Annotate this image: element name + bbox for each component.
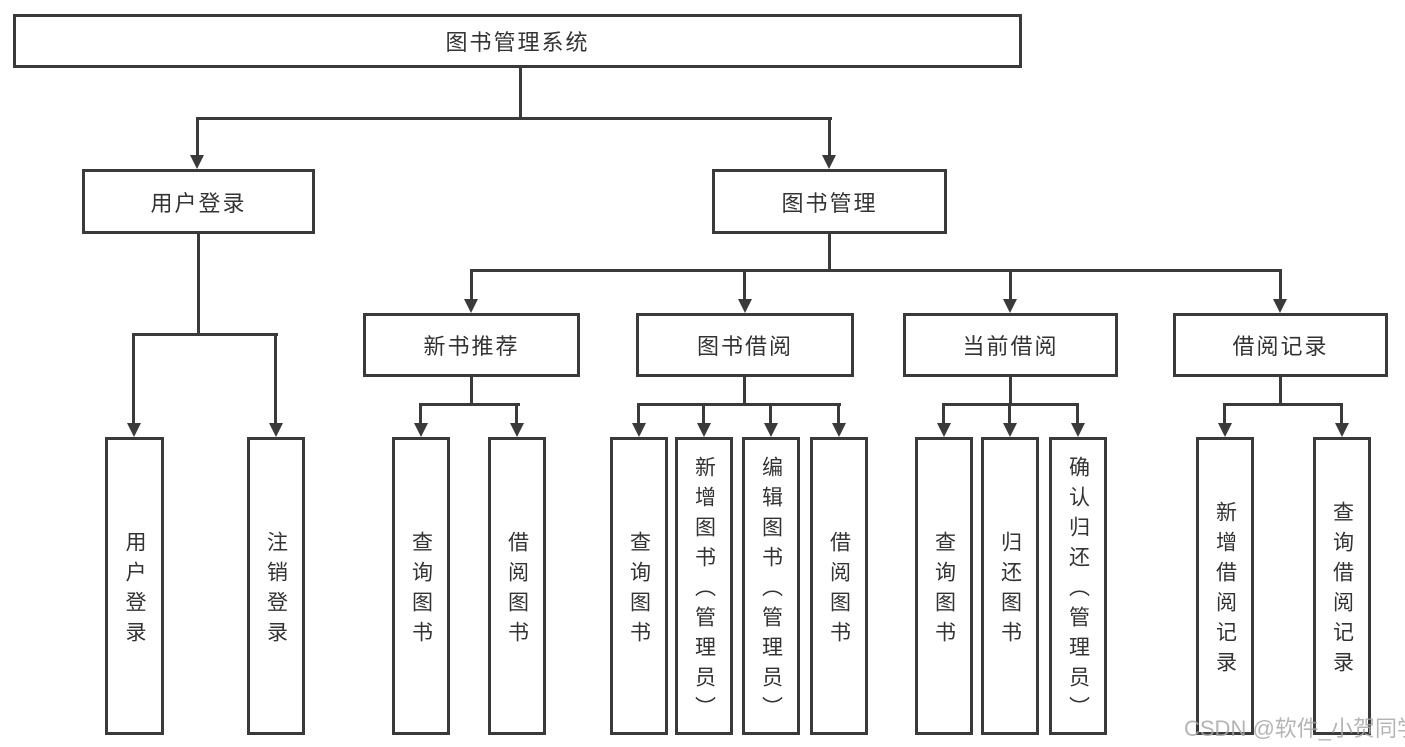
connector-segment: [637, 403, 640, 424]
arrow-down-icon: [822, 155, 836, 169]
arrow-down-icon: [1003, 423, 1017, 437]
arrow-down-icon: [1335, 423, 1349, 437]
leaf-query-books-recommend: 查询图书: [392, 437, 450, 735]
connector-segment: [1009, 377, 1012, 405]
leaf-label: 用户登录: [123, 530, 146, 651]
leaf-label: 查询图书: [627, 530, 651, 651]
connector-segment: [519, 68, 522, 118]
connector-segment: [196, 117, 832, 120]
leaf-borrow-books-recommend: 借阅图书: [488, 437, 546, 735]
leaf-query-books-current: 查询图书: [915, 437, 973, 735]
arrow-down-icon: [1003, 299, 1017, 313]
leaf-label: 注销登录: [264, 530, 288, 651]
leaf-query-books-borrow: 查询图书: [610, 437, 668, 735]
connector-segment: [419, 403, 422, 424]
leaf-logout: 注销登录: [247, 437, 305, 735]
connector-segment: [197, 234, 200, 335]
leaf-label: 借阅图书: [505, 530, 529, 651]
leaf-label: 查询图书: [932, 530, 956, 651]
connector-segment: [1009, 269, 1012, 301]
leaf-label: 新增图书（管理员）: [692, 455, 716, 726]
connector-segment: [1223, 403, 1226, 424]
arrow-down-icon: [269, 423, 283, 437]
arrow-down-icon: [464, 299, 478, 313]
connector-segment: [132, 333, 135, 424]
arrow-down-icon: [632, 423, 646, 437]
connector-segment: [837, 403, 840, 424]
connector-segment: [470, 269, 1282, 272]
connector-segment: [828, 234, 831, 272]
arrow-down-icon: [510, 423, 524, 437]
leaf-label: 归还图书: [998, 530, 1022, 651]
leaf-add-borrow-record: 新增借阅记录: [1196, 437, 1254, 735]
connector-segment: [942, 403, 945, 424]
leaf-label: 查询借阅记录: [1330, 500, 1354, 681]
connector-segment: [274, 333, 277, 424]
connector-segment: [132, 333, 278, 336]
connector-segment: [419, 403, 520, 406]
arrow-down-icon: [1071, 423, 1085, 437]
leaf-label: 编辑图书（管理员）: [759, 455, 783, 726]
connector-segment: [637, 403, 841, 406]
leaf-label: 确认归还（管理员）: [1066, 455, 1090, 726]
leaf-label: 查询图书: [409, 530, 433, 651]
node-library-management-system: 图书管理系统: [13, 14, 1022, 68]
leaf-borrow-books: 借阅图书: [810, 437, 868, 735]
node-book-management: 图书管理: [712, 169, 947, 234]
connector-segment: [1223, 403, 1343, 406]
connector-segment: [470, 269, 473, 301]
connector-segment: [743, 377, 746, 405]
node-user-login: 用户登录: [82, 169, 315, 234]
connector-segment: [470, 377, 473, 405]
arrow-down-icon: [127, 423, 141, 437]
node-current-borrowing: 当前借阅: [903, 313, 1118, 377]
node-borrowing-records: 借阅记录: [1173, 313, 1388, 377]
leaf-label: 新增借阅记录: [1213, 500, 1237, 681]
leaf-add-book-admin: 新增图书（管理员）: [675, 437, 733, 735]
connector-segment: [828, 117, 831, 156]
leaf-return-book: 归还图书: [981, 437, 1039, 735]
arrow-down-icon: [190, 155, 204, 169]
connector-segment: [743, 269, 746, 301]
connector-segment: [1008, 403, 1011, 424]
connector-segment: [1279, 377, 1282, 405]
leaf-label: 借阅图书: [827, 530, 851, 651]
node-new-book-recommendation: 新书推荐: [363, 313, 580, 377]
arrow-down-icon: [764, 423, 778, 437]
arrow-down-icon: [1218, 423, 1232, 437]
connector-segment: [515, 403, 518, 424]
leaf-confirm-return-admin: 确认归还（管理员）: [1049, 437, 1107, 735]
arrow-down-icon: [697, 423, 711, 437]
connector-segment: [1279, 269, 1282, 301]
arrow-down-icon: [937, 423, 951, 437]
leaf-edit-book-admin: 编辑图书（管理员）: [742, 437, 800, 735]
leaf-query-borrow-record: 查询借阅记录: [1313, 437, 1371, 735]
arrow-down-icon: [1273, 299, 1287, 313]
csdn-watermark: CSDN @软件_小贺同学: [1184, 716, 1405, 741]
connector-segment: [1340, 403, 1343, 424]
leaf-user-login: 用户登录: [105, 437, 164, 735]
arrow-down-icon: [738, 299, 752, 313]
connector-segment: [702, 403, 705, 424]
connector-segment: [196, 117, 199, 156]
arrow-down-icon: [414, 423, 428, 437]
connector-segment: [769, 403, 772, 424]
node-book-borrowing: 图书借阅: [636, 313, 854, 377]
arrow-down-icon: [832, 423, 846, 437]
connector-segment: [1076, 403, 1079, 424]
